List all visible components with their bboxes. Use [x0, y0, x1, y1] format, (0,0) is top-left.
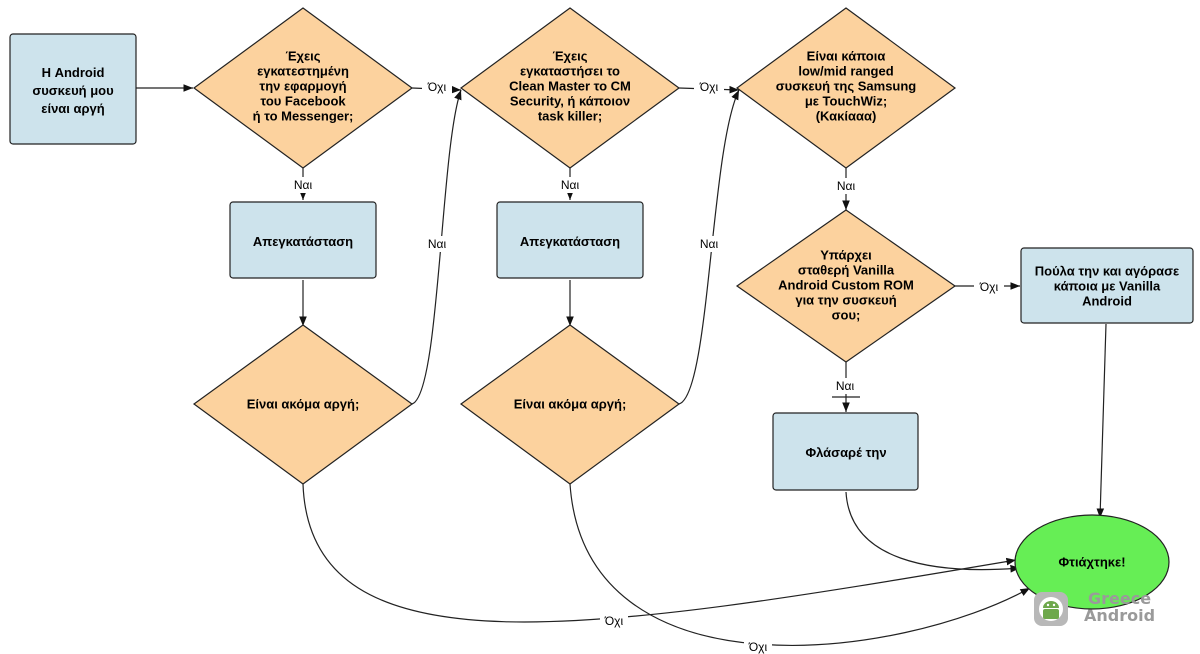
node-text-line: Πούλα την και αγόρασε: [1035, 263, 1179, 278]
node-uninstall-2-box: [496, 201, 644, 279]
node-text-line: είναι αργή: [41, 101, 104, 116]
node-text-line: task killer;: [538, 108, 602, 123]
label-rom-no: Όχι: [979, 280, 999, 294]
label-samsung-yes: Ναι: [837, 179, 856, 193]
node-text-line: low/mid ranged: [798, 63, 893, 78]
label-fb-no: Όχι: [427, 80, 447, 94]
node-still-slow-1-shape: [192, 324, 414, 485]
node-uninstall-1: Απεγκατάσταση: [253, 234, 353, 249]
node-text-line: Φτιάχτηκε!: [1058, 554, 1125, 569]
node-text-line: Υπάρχει: [820, 247, 872, 262]
node-text-line: σου;: [832, 307, 861, 322]
node-uninstall-2: Απεγκατάσταση: [520, 234, 620, 249]
label-slow1-yes: Ναι: [428, 237, 447, 251]
node-uninstall-1-box: [229, 201, 377, 279]
node-q-samsung-shape: [735, 7, 957, 169]
node-text-line: ή το Messenger;: [253, 108, 354, 123]
label-slow1-no: Όχι: [604, 614, 624, 628]
nodes: [9, 7, 1194, 610]
node-flash-it: Φλάσαρέ την: [805, 445, 886, 460]
label-rom-yes: Ναι: [836, 379, 855, 393]
node-q-cleanmaster-shape: [459, 7, 681, 169]
node-text-line: Έχεις: [285, 48, 320, 63]
node-text-line: Η Android: [42, 65, 105, 80]
node-text-line: Απεγκατάσταση: [520, 234, 620, 249]
node-text-line: συσκευή της Samsung: [776, 78, 917, 93]
edge-sell-to-fixed: [1096, 323, 1107, 519]
node-text-line: Έχεις: [552, 48, 587, 63]
edge-slow2-no: [569, 483, 1031, 646]
node-text-line: σταθερή Vanilla: [798, 262, 895, 277]
node-text-line: Είναι κάποια: [807, 48, 886, 63]
watermark-line-1: Greece: [1087, 589, 1152, 608]
node-text-line: Φλάσαρέ την: [805, 445, 886, 460]
label-slow2-yes: Ναι: [700, 237, 719, 251]
node-text-line: του Facebook: [260, 93, 346, 108]
watermark-line-2: Android: [1084, 606, 1156, 625]
node-still-slow-2: Είναι ακόμα αργή;: [514, 397, 627, 412]
edge-slow1-yes: [411, 89, 462, 405]
edge-flash-to-fixed: [845, 491, 1021, 573]
node-q-vanilla-rom-shape: [735, 209, 957, 363]
node-text-line: με TouchWiz;: [805, 93, 887, 108]
node-text-line: την εφαρμογή: [259, 78, 346, 93]
label-fb-yes: Ναι: [294, 178, 313, 192]
node-text-line: εγκατεστημένη: [257, 63, 349, 78]
node-still-slow-2-shape: [459, 324, 681, 485]
node-text-line: Android Custom ROM: [778, 277, 914, 292]
node-start: Η Android συσκευή μου είναι αργή: [32, 65, 114, 116]
node-text-line: κάποια με Vanilla: [1054, 278, 1161, 293]
label-cm-yes: Ναι: [561, 178, 580, 192]
node-text-line: Απεγκατάσταση: [253, 234, 353, 249]
watermark: Greece Android: [1034, 590, 1164, 630]
node-still-slow-1: Είναι ακόμα αργή;: [247, 397, 360, 412]
android-robot-icon: [1034, 592, 1068, 626]
label-cm-no: Όχι: [699, 80, 719, 94]
node-fixed-shape: [1014, 514, 1170, 610]
node-text-line: για την συσκευή: [795, 292, 896, 307]
node-flash-it-box: [772, 412, 919, 491]
node-fixed: Φτιάχτηκε!: [1058, 554, 1125, 569]
node-sell-buy-box: [1020, 247, 1194, 324]
node-text-line: Clean Master το CM: [509, 78, 631, 93]
node-start-box: [9, 33, 137, 145]
node-text-line: Security, ή κάποιον: [510, 93, 630, 108]
node-text-line: (Κακίααα): [816, 108, 877, 123]
node-text-line: Είναι ακόμα αργή;: [514, 397, 627, 412]
node-text-line: εγκαταστήσει το: [520, 63, 620, 78]
node-text-line: Είναι ακόμα αργή;: [247, 397, 360, 412]
label-slow2-no: Όχι: [748, 640, 768, 654]
edge-slow1-no: [302, 483, 1017, 623]
node-text-line: Android: [1082, 293, 1132, 308]
node-text-line: συσκευή μου: [32, 83, 114, 98]
node-q-facebook-shape: [192, 7, 414, 169]
edge-labels: Όχι Ναι Ναι Όχι Όχι Ναι Ναι Όχι Ναι Όχι …: [290, 78, 1004, 654]
edge-slow2-yes: [678, 89, 740, 405]
